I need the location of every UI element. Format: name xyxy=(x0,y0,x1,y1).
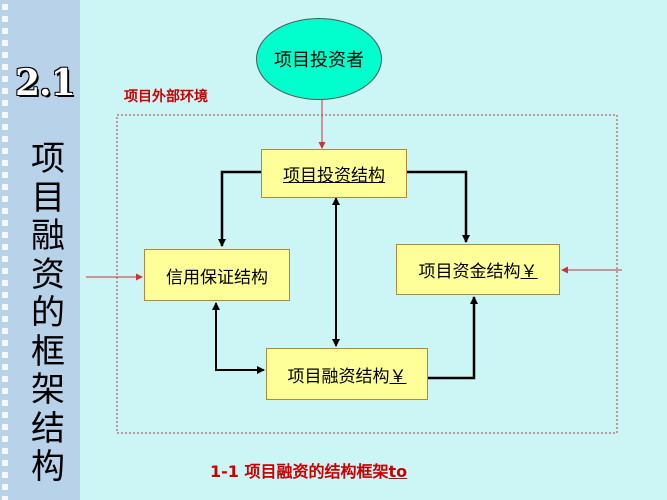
sidebar-dot xyxy=(2,472,8,478)
sidebar-dot xyxy=(2,4,8,10)
investment-structure-box: 项目投资结构 xyxy=(261,149,407,198)
financing-yen-link[interactable]: ￥ xyxy=(389,366,407,387)
credit-guarantee-box: 信用保证结构 xyxy=(144,249,290,301)
capital-structure-label: 项目资金结构 xyxy=(418,262,521,282)
sidebar-dot xyxy=(2,496,8,500)
sidebar-dot xyxy=(2,40,8,46)
credit-guarantee-label: 信用保证结构 xyxy=(166,267,268,288)
sidebar-dot xyxy=(2,340,8,346)
sidebar-dot xyxy=(2,292,8,298)
connector-financing-capital xyxy=(420,296,478,382)
sidebar-dot xyxy=(2,124,8,130)
caption-text: 1-1 项目融资的结构框架 xyxy=(210,462,389,481)
environment-border xyxy=(116,114,618,434)
caption-link[interactable]: to xyxy=(388,462,408,481)
sidebar-dot xyxy=(2,376,8,382)
sidebar-dot xyxy=(2,436,8,442)
sidebar-dot xyxy=(2,364,8,370)
connector-investment-capital xyxy=(406,170,470,243)
sidebar-dot xyxy=(2,316,8,322)
sidebar-dot xyxy=(2,28,8,34)
sidebar-dot xyxy=(2,424,8,430)
sidebar-dot xyxy=(2,352,8,358)
sidebar-dot xyxy=(2,280,8,286)
capital-structure-box: 项目资金结构￥ xyxy=(396,244,560,295)
sidebar-dot xyxy=(2,136,8,142)
sidebar-dot xyxy=(2,244,8,250)
connector-investment-credit xyxy=(218,170,262,247)
sidebar: 2.1 项目融资的框架结构 xyxy=(0,0,80,500)
financing-structure-label: 项目融资结构 xyxy=(287,366,390,387)
sidebar-dot xyxy=(2,328,8,334)
connector-credit-financing xyxy=(212,302,265,374)
sidebar-dot xyxy=(2,76,8,82)
vertical-title: 项目融资的框架结构 xyxy=(31,139,65,487)
sidebar-dot xyxy=(2,304,8,310)
sidebar-dot xyxy=(2,484,8,490)
sidebar-dot xyxy=(2,400,8,406)
section-number: 2.1 xyxy=(15,62,76,104)
capital-yen-link[interactable]: ￥ xyxy=(520,262,538,282)
sidebar-dot xyxy=(2,100,8,106)
sidebar-dot xyxy=(2,52,8,58)
sidebar-dot xyxy=(2,448,8,454)
sidebar-dot xyxy=(2,256,8,262)
environment-label: 项目外部环境 xyxy=(124,89,208,105)
sidebar-dot xyxy=(2,112,8,118)
financing-structure-box: 项目融资结构￥ xyxy=(266,348,428,400)
sidebar-dot xyxy=(2,172,8,178)
sidebar-dot xyxy=(2,232,8,238)
sidebar-dot xyxy=(2,88,8,94)
sidebar-dot xyxy=(2,208,8,214)
sidebar-dot xyxy=(2,220,8,226)
investment-structure-label[interactable]: 项目投资结构 xyxy=(283,166,385,186)
sidebar-dot xyxy=(2,16,8,22)
investor-ellipse: 项目投资者 xyxy=(256,18,382,100)
sidebar-dot xyxy=(2,196,8,202)
sidebar-dot xyxy=(2,64,8,70)
figure-caption: 1-1 项目融资的结构框架to xyxy=(210,458,407,482)
sidebar-dot xyxy=(2,268,8,274)
sidebar-dot xyxy=(2,148,8,154)
sidebar-dot xyxy=(2,412,8,418)
sidebar-dot xyxy=(2,388,8,394)
sidebar-dot xyxy=(2,184,8,190)
sidebar-dot xyxy=(2,160,8,166)
sidebar-dot xyxy=(2,460,8,466)
